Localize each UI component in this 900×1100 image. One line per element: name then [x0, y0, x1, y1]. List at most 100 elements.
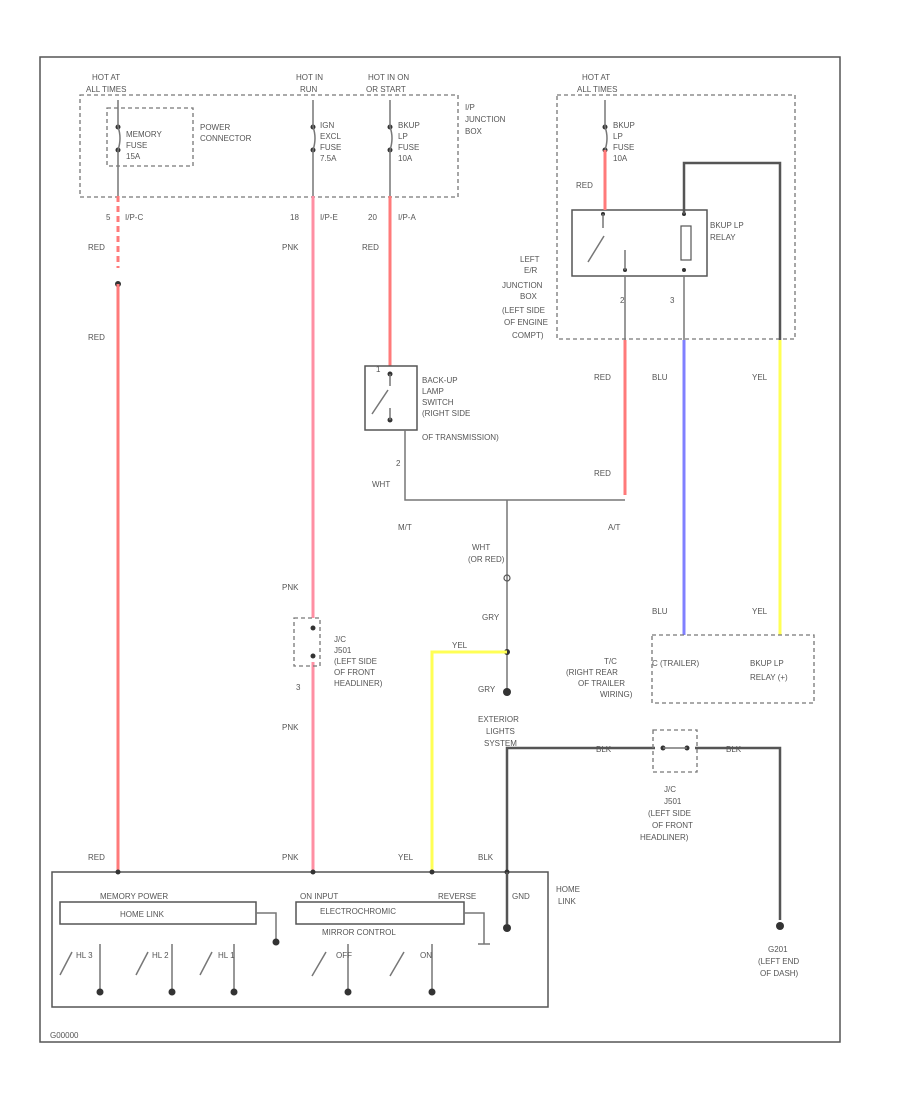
ground-icon-g201	[776, 922, 784, 930]
switch-e: OF TRANSMISSION)	[422, 433, 499, 442]
connector-icon-c	[503, 574, 511, 582]
exterior-b: LIGHTS	[486, 727, 515, 736]
mt-label: M/T	[398, 523, 412, 532]
ipjb-a: I/P	[465, 103, 475, 112]
ipjb-b: JUNCTION	[465, 115, 506, 124]
wire-yel-reverse	[430, 650, 507, 872]
wire-label-blk-2: BLK	[726, 745, 742, 754]
switch-icon-relay	[587, 212, 627, 272]
ip-junction-box-outline	[79, 94, 459, 198]
jc2-a: J/C	[664, 785, 676, 794]
wire-label-red-5: RED	[576, 181, 593, 190]
fuse-bkup-eng-d: 10A	[613, 154, 628, 163]
ec-b: MIRROR CONTROL	[322, 928, 396, 937]
fuse-ign-b: EXCL	[320, 132, 341, 141]
fuse-bkup-ip-b: LP	[398, 132, 408, 141]
pin-3: 3	[296, 683, 301, 692]
pin-2a: 2	[396, 459, 401, 468]
jc2-d: OF FRONT	[652, 821, 693, 830]
wire-label-pnk-3: PNK	[282, 723, 299, 732]
fuse-memory-b: FUSE	[126, 141, 147, 150]
jc-j501-outline	[293, 617, 321, 667]
wht-or-red-b: (OR RED)	[468, 555, 505, 564]
switch-icon-off	[311, 944, 352, 996]
wire-label-pnk-2: PNK	[282, 583, 299, 592]
tc-label-a: BKUP LP	[750, 659, 784, 668]
fuse-icon-bkup-eng	[602, 100, 608, 153]
lejb-f: OF ENGINE	[504, 318, 548, 327]
lejb-d: BOX	[520, 292, 538, 301]
relay-box	[571, 209, 708, 277]
tc-b: (RIGHT REAR	[566, 668, 618, 677]
on-input: ON INPUT	[300, 892, 338, 901]
fuse-ign-c: FUSE	[320, 143, 341, 152]
fuse-ign-d: 7.5A	[320, 154, 337, 163]
exterior-a: EXTERIOR	[478, 715, 519, 724]
fuse-bkup-eng-b: LP	[613, 132, 623, 141]
g201-a: G201	[768, 945, 788, 954]
tc-box-outline	[651, 634, 815, 704]
hot-on-start-a: HOT IN ON	[368, 73, 409, 82]
pin-2b: 2	[620, 296, 625, 305]
wire-label-gry-2: GRY	[478, 685, 496, 694]
tc-d: WIRING)	[600, 690, 633, 699]
pin-ipc: I/P-C	[125, 213, 143, 222]
wire-blk-1	[505, 746, 655, 872]
pin-5: 5	[106, 213, 111, 222]
fuse-icon-bkup-ip	[387, 100, 393, 196]
backup-switch-box	[364, 365, 418, 431]
wire-label-red-4: RED	[362, 243, 379, 252]
homelink-side-b: LINK	[558, 897, 576, 906]
lejb-g: COMPT)	[512, 331, 544, 340]
wire-label-pnk-1: PNK	[282, 243, 299, 252]
lejb-a: LEFT	[520, 255, 540, 264]
wire-label-yel-1: YEL	[452, 641, 468, 650]
wire-label-pnk-4: PNK	[282, 853, 299, 862]
pin-18: 18	[290, 213, 299, 222]
power-connector-outline	[106, 107, 194, 167]
g201-c: OF DASH)	[760, 969, 799, 978]
pin-20: 20	[368, 213, 377, 222]
hl3-label: HL 3	[76, 951, 93, 960]
wire-label-yel-3: YEL	[752, 373, 768, 382]
jc1-b: J501	[334, 646, 352, 655]
wire-label-red-3: RED	[88, 853, 105, 862]
switch-icon-hl3	[59, 944, 104, 996]
hot-label-1b: ALL TIMES	[86, 85, 126, 94]
wire-label-blu-2: BLU	[652, 607, 668, 616]
ground-icon-hl	[272, 938, 280, 946]
coil-icon-relay	[680, 212, 692, 272]
homelink-module	[51, 871, 549, 1008]
hl2-label: HL 2	[152, 951, 169, 960]
power-connector-b: CONNECTOR	[200, 134, 252, 143]
switch-a: BACK-UP	[422, 376, 458, 385]
wire-label-red-7: RED	[594, 469, 611, 478]
homelink-side-a: HOME	[556, 885, 580, 894]
relay-a: BKUP LP	[710, 221, 744, 230]
wire-label-red-6: RED	[594, 373, 611, 382]
switch-icon-backup	[371, 371, 393, 423]
jc1-c: (LEFT SIDE	[334, 657, 377, 666]
jc1-d: OF FRONT	[334, 668, 375, 677]
jc-j501-2-outline	[652, 729, 698, 773]
wire-label-wht: WHT	[372, 480, 390, 489]
jc2-e: HEADLINER)	[640, 833, 689, 842]
pin-3b: 3	[670, 296, 675, 305]
hl1-label: HL 1	[218, 951, 235, 960]
tc-a: T/C	[604, 657, 617, 666]
wire-label-yel-4: YEL	[752, 607, 768, 616]
fuse-memory-a: MEMORY	[126, 130, 163, 139]
pin-ipa: I/P-A	[398, 213, 416, 222]
jc2-b: J501	[664, 797, 682, 806]
switch-d: (RIGHT SIDE	[422, 409, 470, 418]
switch-c: SWITCH	[422, 398, 454, 407]
jc1-a: J/C	[334, 635, 346, 644]
relay-b: RELAY	[710, 233, 736, 242]
fuse-icon-ign	[310, 100, 316, 196]
wire-label-blk-3: BLK	[478, 853, 494, 862]
switch-icon-on	[389, 944, 436, 996]
exterior-c: SYSTEM	[484, 739, 517, 748]
memory-power: MEMORY POWER	[100, 892, 168, 901]
switch-b: LAMP	[422, 387, 444, 396]
wire-label-blk-1: BLK	[596, 745, 612, 754]
